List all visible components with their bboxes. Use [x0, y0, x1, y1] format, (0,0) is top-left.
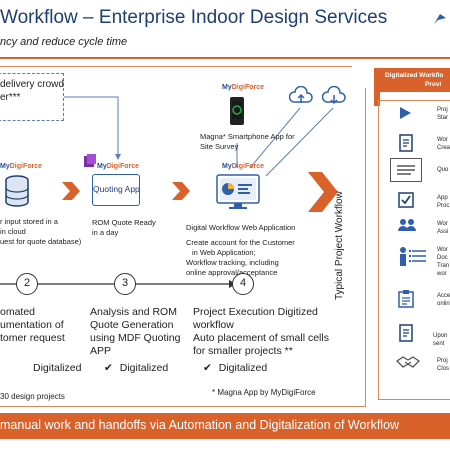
- step-3-text: Analysis and ROM Quote Generation using …: [90, 306, 181, 357]
- cloud-upload-icon: [288, 85, 313, 111]
- quoting-app-label: Quoting App: [93, 184, 140, 194]
- smartphone-icon: [229, 96, 245, 131]
- step-3-status: ✔ Digitalized: [104, 362, 169, 374]
- big-chevron-arrow: [308, 172, 338, 212]
- people-icon: [397, 218, 417, 237]
- connector-cloud-to-webapp: [249, 107, 301, 169]
- footer-banner: [0, 413, 450, 439]
- crowd-delivery-box: [0, 73, 64, 121]
- person-list-icon: [398, 246, 428, 273]
- page-title: Workflow – Enterprise Indoor Design Serv…: [0, 7, 388, 28]
- magna-note: * Magna App by MyDigiForce: [212, 388, 316, 397]
- quoting-caption: ROM Quote Ready in a day: [92, 218, 156, 237]
- database-caption: r input stored in a in cloud uest for qu…: [0, 217, 82, 246]
- doc-sent-icon: [398, 324, 414, 347]
- workflow-frame: [0, 66, 366, 407]
- step-circle-4: 4: [232, 273, 254, 295]
- step-2-status: Digitalized: [33, 362, 82, 374]
- connector-cloud2-to-webapp: [265, 107, 334, 177]
- step-circle-3: 3: [114, 273, 136, 295]
- projects-note: 30 design projects: [0, 392, 65, 401]
- list-icon: [390, 158, 422, 182]
- document-icon: [398, 134, 414, 157]
- checkmark-icon: ✔: [203, 362, 212, 374]
- cloud-download-icon: [321, 85, 346, 111]
- magna-caption: Magna* Smartphone App for Site Survey: [200, 132, 295, 151]
- clipboard-icon: [398, 290, 414, 313]
- right-item-3: Quo: [437, 167, 449, 173]
- checkbox-icon: [398, 192, 414, 213]
- database-icon: [4, 175, 30, 212]
- chevron-arrow-1: [62, 182, 80, 200]
- chevron-arrow-2: [172, 182, 190, 200]
- step-4-status: ✔ Digitalized: [203, 362, 268, 374]
- corner-logo-icon: [432, 12, 448, 31]
- right-panel-list: [378, 100, 450, 400]
- webapp-caption: Digital Workflow Web Application: [186, 223, 296, 232]
- right-panel-header-text: Digitalized Workflo Provi: [385, 72, 444, 88]
- header-divider: [0, 57, 450, 59]
- webapp-details: Create account for the Customer in Web A…: [186, 238, 295, 277]
- checkmark-icon: ✔: [104, 362, 113, 374]
- quoting-logo: MyDigiForce: [97, 163, 140, 170]
- page-subtitle: ncy and reduce cycle time: [0, 36, 128, 48]
- step-circle-2: 2: [16, 273, 38, 295]
- right-panel-arrow: [374, 92, 380, 106]
- footer-text: manual work and handoffs via Automation …: [0, 418, 400, 432]
- typical-workflow-label: Typical Project Workflow: [334, 191, 345, 300]
- play-icon: [398, 106, 412, 125]
- quoting-app-box: Quoting App: [92, 174, 140, 206]
- web-application-icon: [216, 174, 260, 215]
- right-panel-header: [374, 68, 450, 92]
- magna-logo: MyDigiForce: [222, 84, 265, 91]
- crowd-delivery-text: delivery crowd er***: [0, 79, 64, 103]
- handshake-icon: [395, 355, 421, 374]
- step-4-text: Project Execution Digitized workflow Aut…: [193, 306, 329, 357]
- arrowhead-crowd: [115, 154, 121, 160]
- step-2-text: omated umentation of tomer request: [0, 306, 65, 344]
- database-logo: MyDigiForce: [0, 163, 43, 170]
- connector-crowd-to-quoting: [64, 96, 119, 156]
- quoting-app-icon: [83, 154, 97, 173]
- webapp-logo: MyDigiForce: [222, 163, 265, 170]
